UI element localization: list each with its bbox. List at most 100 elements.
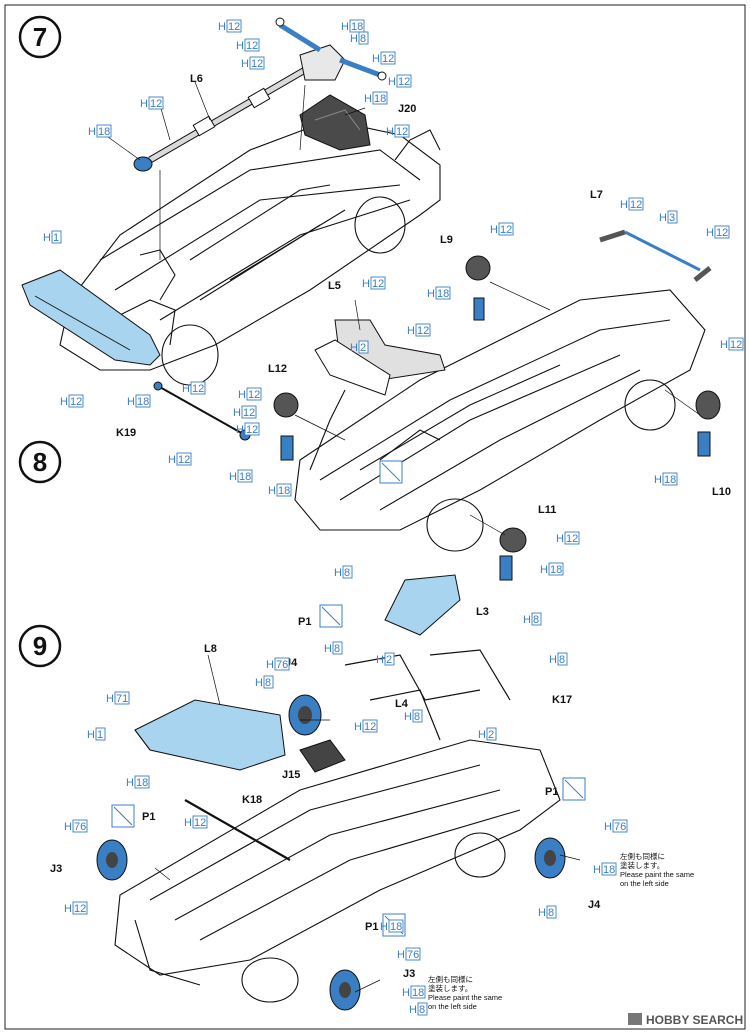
svg-text:H: H [538, 907, 546, 919]
svg-text:18: 18 [603, 864, 615, 876]
svg-text:12: 12 [364, 721, 376, 733]
svg-text:左側も同様に: 左側も同様に [620, 851, 665, 861]
floor-panel-L8 [134, 699, 286, 771]
part-label-l8: L8 [204, 643, 217, 655]
svg-text:2: 2 [360, 342, 366, 354]
svg-text:18: 18 [374, 93, 386, 105]
svg-text:12: 12 [194, 817, 206, 829]
svg-text:8: 8 [344, 567, 350, 579]
svg-text:12: 12 [396, 126, 408, 138]
svg-text:18: 18 [351, 21, 363, 33]
svg-text:12: 12 [251, 58, 263, 70]
svg-text:76: 76 [276, 659, 288, 671]
step-7-chassis [59, 119, 441, 386]
part-label-l4: L4 [395, 698, 409, 710]
svg-text:12: 12 [246, 424, 258, 436]
svg-text:8: 8 [559, 654, 565, 666]
svg-text:H: H [268, 485, 276, 497]
svg-text:H: H [127, 396, 135, 408]
svg-text:H: H [106, 693, 114, 705]
svg-text:18: 18 [278, 485, 290, 497]
svg-text:2: 2 [386, 654, 392, 666]
svg-text:12: 12 [74, 903, 86, 915]
svg-text:H: H [184, 817, 192, 829]
svg-text:71: 71 [116, 693, 128, 705]
part-label-l3: L3 [476, 606, 489, 618]
step-9-badge: 9 [18, 624, 62, 668]
part-label-l6: L6 [190, 73, 203, 85]
svg-text:H: H [659, 212, 667, 224]
svg-text:8: 8 [360, 33, 366, 45]
svg-text:18: 18 [98, 126, 110, 138]
svg-text:H: H [409, 1004, 417, 1016]
svg-text:12: 12 [70, 396, 82, 408]
paint-left-note-lower: 左側も同様に 塗装します。 Please paint the same on t… [428, 974, 502, 1011]
svg-text:H: H [126, 777, 134, 789]
svg-text:76: 76 [74, 821, 86, 833]
part-label-j4: J4 [588, 899, 601, 911]
svg-text:塗装します。: 塗装します。 [428, 983, 472, 993]
svg-text:12: 12 [417, 325, 429, 337]
svg-text:H: H [182, 383, 190, 395]
svg-text:7: 7 [33, 22, 47, 52]
svg-text:H: H [350, 342, 358, 354]
part-label-j15: J15 [282, 769, 300, 781]
svg-text:H: H [478, 729, 486, 741]
svg-text:8: 8 [414, 711, 420, 723]
stabilizer-L7 [599, 229, 712, 282]
svg-text:12: 12 [228, 21, 240, 33]
rod-K18 [184, 799, 291, 861]
part-label-p1: P1 [142, 811, 155, 823]
svg-text:18: 18 [550, 564, 562, 576]
svg-text:12: 12 [246, 40, 258, 52]
svg-text:H: H [388, 76, 396, 88]
svg-text:H: H [380, 921, 388, 933]
svg-text:H: H [556, 533, 564, 545]
svg-text:8: 8 [419, 1004, 425, 1016]
svg-text:左側も同様に: 左側も同様に [428, 974, 473, 984]
svg-text:Please paint the same: Please paint the same [428, 993, 502, 1002]
svg-text:12: 12 [500, 224, 512, 236]
part-label-l7: L7 [590, 189, 603, 201]
svg-text:12: 12 [372, 278, 384, 290]
svg-text:H: H [372, 53, 380, 65]
svg-text:8: 8 [334, 643, 340, 655]
svg-text:8: 8 [548, 907, 554, 919]
svg-text:H: H [402, 987, 410, 999]
strut-L11 [499, 527, 527, 581]
svg-text:H: H [720, 339, 728, 351]
frame-L4-K17 [344, 649, 511, 741]
step-8-leaders [294, 281, 701, 536]
step-9-chassis [114, 739, 561, 1003]
svg-text:H: H [386, 126, 394, 138]
svg-text:on the left side: on the left side [428, 1002, 477, 1011]
plate-L3 [384, 574, 461, 636]
strut-L12 [273, 392, 299, 461]
